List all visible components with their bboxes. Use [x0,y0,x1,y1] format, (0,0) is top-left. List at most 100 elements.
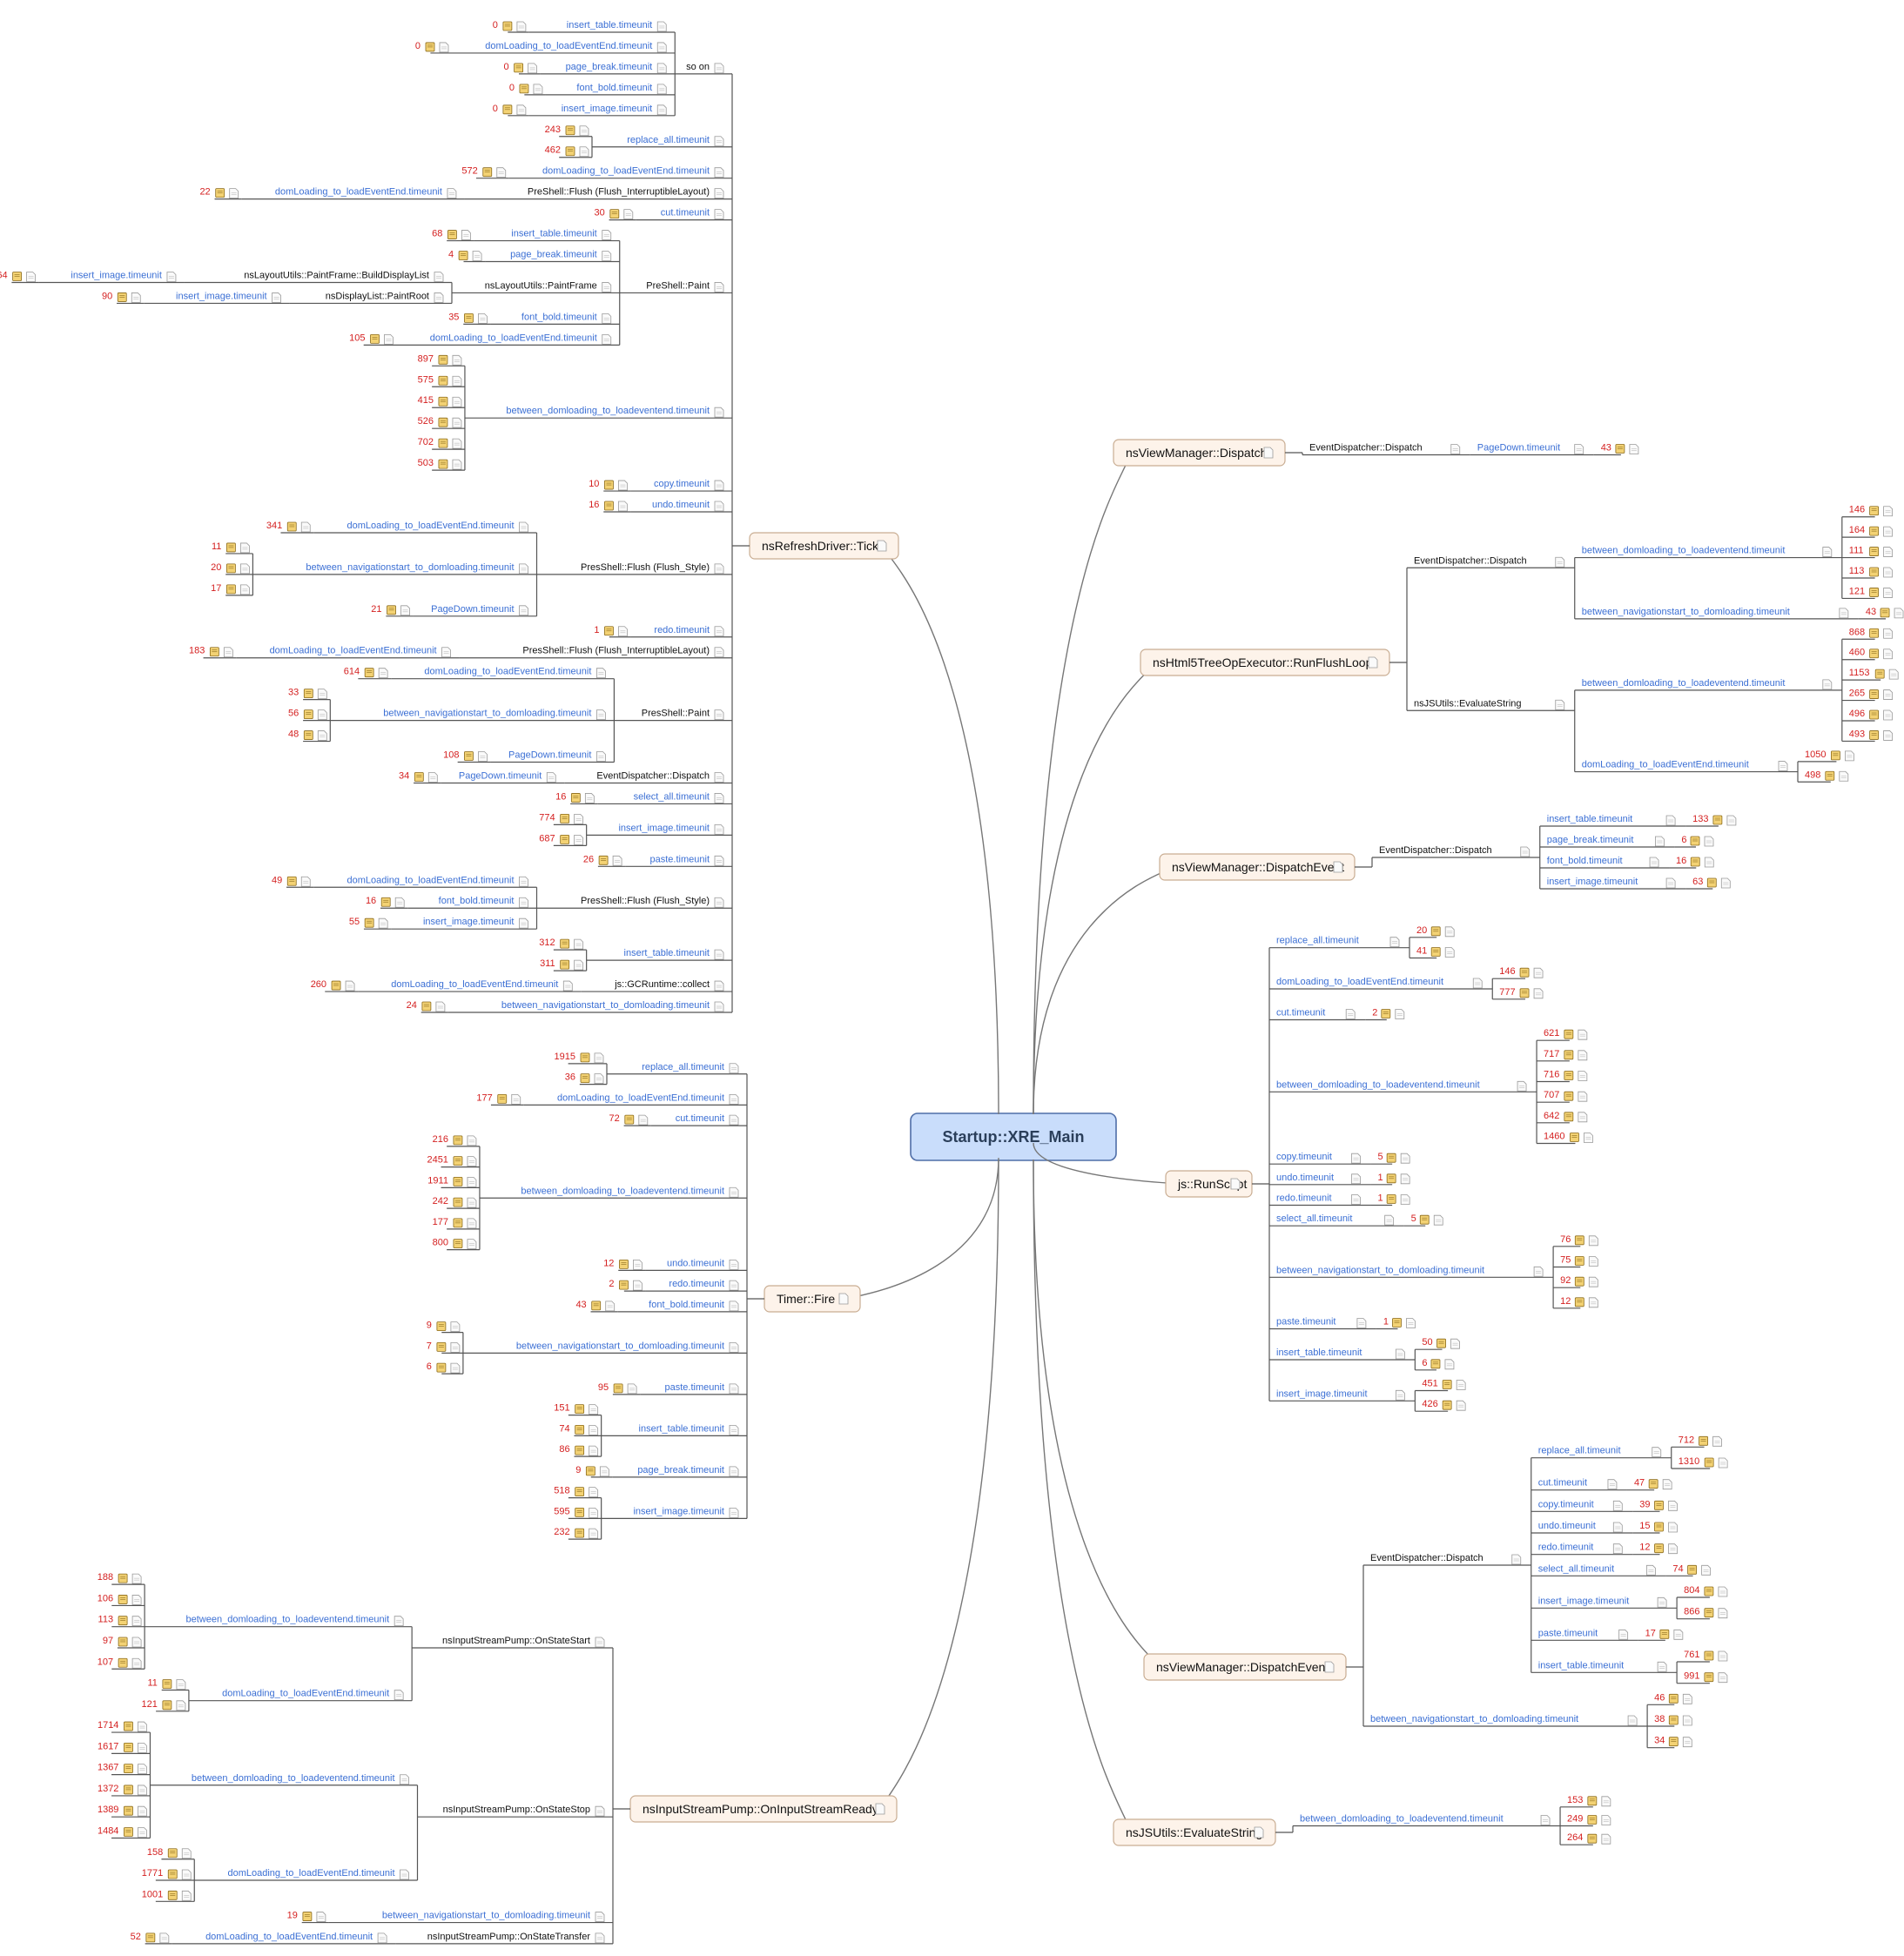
page-icon[interactable] [838,1293,849,1305]
note-icon[interactable] [580,1073,590,1084]
node-domloading-to-loadeventend-timeunit[interactable]: domLoading_to_loadEventEnd.timeunit10504… [1574,749,1854,783]
node-value[interactable]: 249 [1560,1814,1611,1827]
page-icon[interactable] [1646,1564,1656,1576]
note-icon[interactable] [458,251,468,260]
page-icon[interactable] [1533,967,1544,978]
node-value[interactable]: 39 [1632,1499,1678,1512]
node-value[interactable]: 151 [554,1403,602,1416]
node-value[interactable]: 761 [1677,1650,1728,1663]
node-value[interactable]: 16 [1669,856,1714,869]
page-icon[interactable] [450,1321,461,1333]
note-icon[interactable] [1386,1153,1396,1163]
page-icon[interactable] [1356,1318,1367,1328]
note-icon[interactable] [1574,1256,1584,1266]
page-icon[interactable] [729,1063,739,1074]
note-icon[interactable] [453,1197,463,1207]
node-value[interactable]: 52 [131,1932,172,1945]
node-nsinputstreampump-onstatestart[interactable]: nsInputStreamPump::OnStateStartbetween_d… [98,1572,613,1712]
page-icon[interactable] [595,1912,605,1922]
page-icon[interactable] [450,1341,461,1353]
page-icon[interactable] [519,897,528,908]
note-icon[interactable] [1690,836,1700,846]
page-icon[interactable] [441,647,451,658]
page-icon[interactable] [1456,1380,1466,1390]
node-value[interactable]: 113 [98,1615,145,1628]
node-value[interactable]: 1771 [142,1868,195,1881]
note-icon[interactable] [560,938,570,949]
page-icon[interactable] [384,333,394,345]
page-icon[interactable] [584,793,595,803]
node-value[interactable]: 1 [594,625,631,638]
page-icon[interactable] [467,1135,477,1146]
page-icon[interactable] [317,730,327,741]
node-preshell-paint[interactable]: PreShell::Paintinsert_table.timeunit68pa… [0,229,732,346]
page-icon[interactable] [1822,679,1833,690]
note-icon[interactable] [1668,1693,1679,1704]
node-presshell-flush-flush-style[interactable]: PresShell::Flush (Flush_Style)domLoading… [211,521,732,617]
page-icon[interactable] [1400,1153,1410,1164]
page-icon[interactable] [516,21,527,32]
note-icon[interactable] [613,1383,623,1394]
note-icon[interactable] [453,1176,463,1186]
node-value[interactable]: 12 [603,1258,646,1271]
node-value[interactable]: 76 [1553,1234,1598,1247]
node-value[interactable]: 20 [1409,925,1455,938]
page-icon[interactable] [447,188,457,199]
page-icon[interactable] [1668,1543,1678,1555]
page-icon[interactable] [714,772,724,783]
note-icon[interactable] [453,1239,463,1249]
page-icon[interactable] [596,751,606,762]
page-icon[interactable] [1720,877,1731,889]
node-value[interactable]: 146 [1841,505,1893,518]
note-icon[interactable] [1874,669,1885,679]
note-icon[interactable] [118,1637,128,1647]
page-icon[interactable] [467,1197,477,1208]
node-presshell-flush-flush-interruptiblelayout[interactable]: PresShell::Flush (Flush_InterruptibleLay… [189,646,732,659]
page-icon[interactable] [1444,947,1455,958]
page-icon[interactable] [435,1001,446,1012]
note-icon[interactable] [447,230,457,239]
page-icon[interactable] [1607,1479,1618,1490]
note-icon[interactable] [1519,967,1530,978]
page-icon[interactable] [1230,1178,1241,1190]
node-between-domloading-to-loadeventend-timeunit[interactable]: between_domloading_to_loadeventend.timeu… [1269,1028,1593,1145]
page-icon[interactable] [131,1616,142,1627]
page-icon[interactable] [729,1341,739,1353]
page-icon[interactable] [546,772,556,783]
node-value[interactable]: 503 [418,458,465,471]
page-icon[interactable] [1655,836,1665,847]
note-icon[interactable] [414,772,424,782]
page-icon[interactable] [400,1774,409,1785]
branch-nshtml5treeopexecutor-runflushloop[interactable]: nsHtml5TreeOpExecutor::RunFlushLoopEvent… [1140,505,1904,783]
page-icon[interactable] [596,709,606,721]
node-value[interactable]: 48 [288,729,331,743]
node-between-navigationstart-to-domloading-timeunit[interactable]: between_navigationstart_to_domloading.ti… [407,1000,732,1013]
page-icon[interactable] [452,375,462,386]
note-icon[interactable] [1648,1479,1658,1489]
page-icon[interactable] [1839,608,1849,619]
node-value[interactable]: 1617 [98,1741,151,1754]
node-value[interactable]: 46 [1647,1692,1692,1705]
page-icon[interactable] [519,876,528,887]
node-value[interactable]: 0 [493,20,529,33]
page-icon[interactable] [714,136,724,147]
page-icon[interactable] [229,188,239,199]
node-value[interactable]: 19 [287,1911,329,1924]
page-icon[interactable] [594,1073,604,1085]
node-domloading-to-loadeventend-timeunit[interactable]: domLoading_to_loadEventEnd.timeunit15817… [142,1847,418,1902]
page-icon[interactable] [1511,1554,1522,1565]
page-icon[interactable] [1682,1715,1692,1726]
note-icon[interactable] [514,63,523,73]
page-icon[interactable] [589,1404,599,1415]
page-icon[interactable] [714,626,724,637]
